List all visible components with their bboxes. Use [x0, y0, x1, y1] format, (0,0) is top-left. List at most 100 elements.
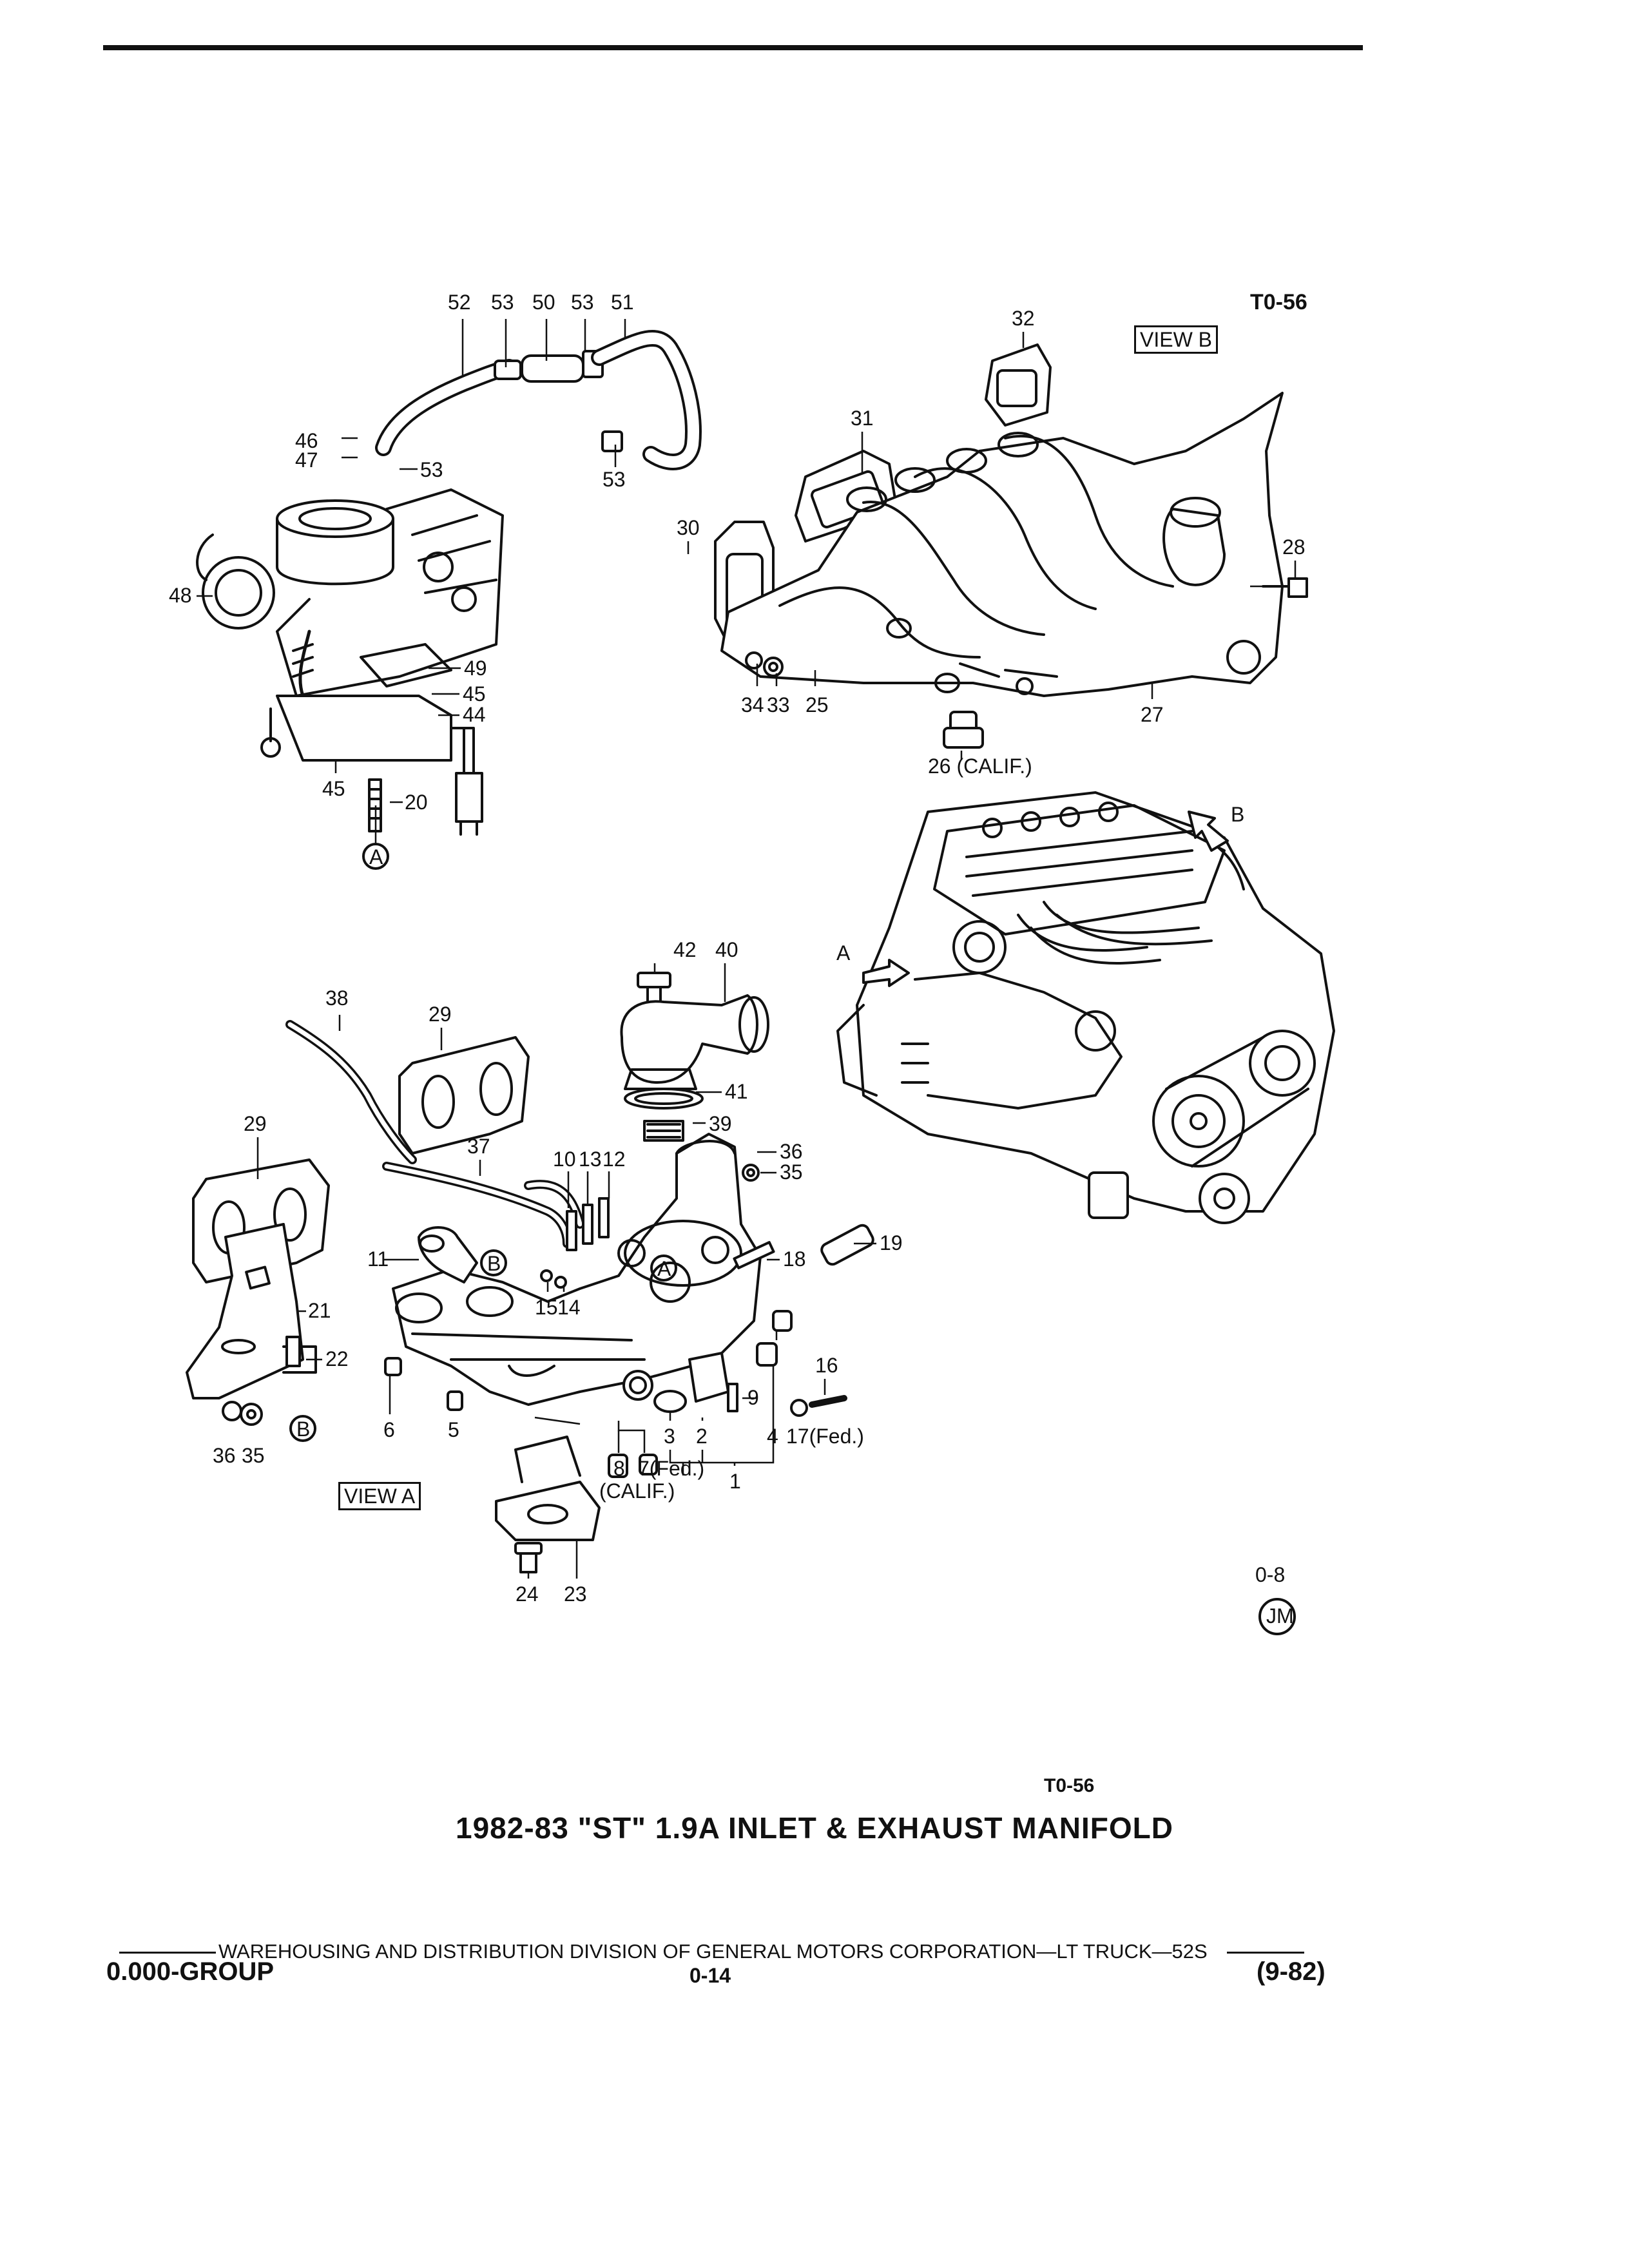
exhaust-nuts: [745, 651, 784, 677]
callout-32: 32: [1012, 307, 1035, 330]
callout-35-a: 35: [780, 1160, 803, 1184]
callout-7: 7(Fed.): [638, 1457, 704, 1480]
callout-46: 46: [295, 429, 318, 452]
callout-calif: (CALIF.): [599, 1479, 675, 1503]
callout-53-c: 53: [420, 458, 443, 481]
callout-b-circle-1: [480, 1249, 507, 1276]
bracket-23: [495, 1436, 601, 1573]
callout-23: 23: [564, 1582, 587, 1606]
leader-lines: [197, 319, 1296, 1579]
callout-b-2: B: [296, 1418, 310, 1441]
header-ref-code: T0-56: [1250, 290, 1307, 314]
studs-10-15: [540, 1197, 610, 1289]
exhaust-manifold: [714, 343, 1308, 697]
callout-4: 4: [767, 1425, 778, 1448]
callout-31: 31: [851, 407, 874, 430]
callout-14: 14: [557, 1296, 581, 1319]
vacuum-hoses: [375, 330, 702, 470]
plug-26: [943, 711, 984, 749]
plugs-8-7: [608, 1454, 658, 1478]
arrow-label-b: B: [1231, 803, 1244, 826]
pipe-37: [382, 1162, 584, 1248]
callout-44: 44: [463, 703, 486, 726]
callout-25: 25: [805, 693, 829, 716]
callout-51: 51: [611, 291, 634, 314]
figure-caption: 1982-83 "ST" 1.9A INLET & EXHAUST MANIFO…: [456, 1811, 1173, 1845]
callout-53-a: 53: [491, 291, 514, 314]
callout-11: 11: [367, 1247, 389, 1271]
callout-19: 19: [880, 1231, 903, 1254]
callout-24: 24: [516, 1582, 539, 1606]
callout-9: 9: [747, 1386, 759, 1409]
nuts-36-35: [222, 1401, 263, 1426]
small-parts: [384, 1357, 738, 1412]
sleeve-19: [820, 1224, 874, 1266]
callout-41: 41: [725, 1080, 748, 1103]
callout-52: 52: [448, 291, 471, 314]
callout-39: 39: [709, 1112, 732, 1135]
thermostat-housing: [620, 972, 769, 1182]
callout-50: 50: [532, 291, 555, 314]
engine-assembly: [836, 791, 1335, 1224]
callout-22: 22: [325, 1347, 349, 1370]
callout-49: 49: [464, 657, 487, 680]
footer-dash-right: [1226, 1952, 1304, 1954]
view-arrows: [862, 811, 1229, 987]
elbow-11: [418, 1226, 478, 1283]
callout-18: 18: [783, 1247, 806, 1271]
view-b-label: VIEW B: [1134, 325, 1219, 354]
view-a-label: VIEW A: [338, 1482, 421, 1510]
arrow-label-a: A: [836, 941, 851, 965]
callout-53-d: 53: [602, 468, 626, 491]
callout-45-b: 45: [322, 777, 345, 800]
footer-page-number: 0-14: [689, 1964, 731, 1987]
callout-20: 20: [405, 791, 428, 814]
top-rule: [103, 45, 1363, 50]
callout-30: 30: [677, 516, 700, 539]
callout-12: 12: [602, 1148, 626, 1171]
callout-labels: 52 53 50 53 51 46 47 53 53 48 49 45 44 4…: [169, 291, 1306, 1628]
callout-b-1: B: [487, 1252, 501, 1275]
footer-group: 0.000-GROUP: [106, 1957, 275, 1986]
callout-36-a: 36: [780, 1140, 803, 1163]
callout-2: 2: [696, 1425, 708, 1448]
intake-manifold: [392, 1133, 762, 1406]
callout-48: 48: [169, 584, 192, 607]
jm-badge-circle: [1258, 1598, 1296, 1635]
callout-37: 37: [467, 1135, 490, 1158]
callout-45-a: 45: [463, 682, 486, 706]
callout-3: 3: [664, 1425, 675, 1448]
pipe-38: [285, 1020, 417, 1164]
callout-29-b: 29: [244, 1112, 267, 1135]
footer-date: (9-82): [1257, 1957, 1325, 1986]
callout-15: 15: [535, 1296, 558, 1319]
callout-17: 17(Fed.): [786, 1425, 864, 1448]
bolt-16: [790, 1395, 847, 1417]
callout-35-b: 35: [242, 1444, 265, 1467]
callout-34: 34: [741, 693, 764, 716]
callout-47: 47: [295, 448, 318, 472]
callout-6: 6: [383, 1418, 395, 1441]
callout-40: 40: [715, 938, 738, 961]
callout-10: 10: [553, 1148, 576, 1171]
carburetor: [196, 488, 504, 836]
callout-33: 33: [767, 693, 790, 716]
footer-division-text: WAREHOUSING AND DISTRIBUTION DIVISION OF…: [218, 1940, 1208, 1963]
callout-5: 5: [448, 1418, 459, 1441]
bottom-ref-code: T0-56: [1044, 1775, 1095, 1796]
callout-a-circle-2: [650, 1254, 677, 1282]
callout-a-2: A: [657, 1257, 671, 1280]
callout-42: 42: [673, 938, 697, 961]
plugs-3-4: [653, 1310, 793, 1413]
callout-21: 21: [308, 1299, 331, 1322]
callout-28: 28: [1282, 535, 1306, 559]
footer-division: WAREHOUSING AND DISTRIBUTION DIVISION OF…: [119, 1940, 1408, 1963]
callout-38: 38: [325, 986, 349, 1010]
callout-16: 16: [815, 1354, 838, 1377]
catalog-ref: 0-8: [1255, 1563, 1285, 1586]
callout-a-1: A: [369, 845, 383, 869]
jm-badge: JM: [1266, 1604, 1294, 1628]
callout-29-a: 29: [429, 1003, 452, 1026]
callout-36-b: 36: [213, 1444, 236, 1467]
